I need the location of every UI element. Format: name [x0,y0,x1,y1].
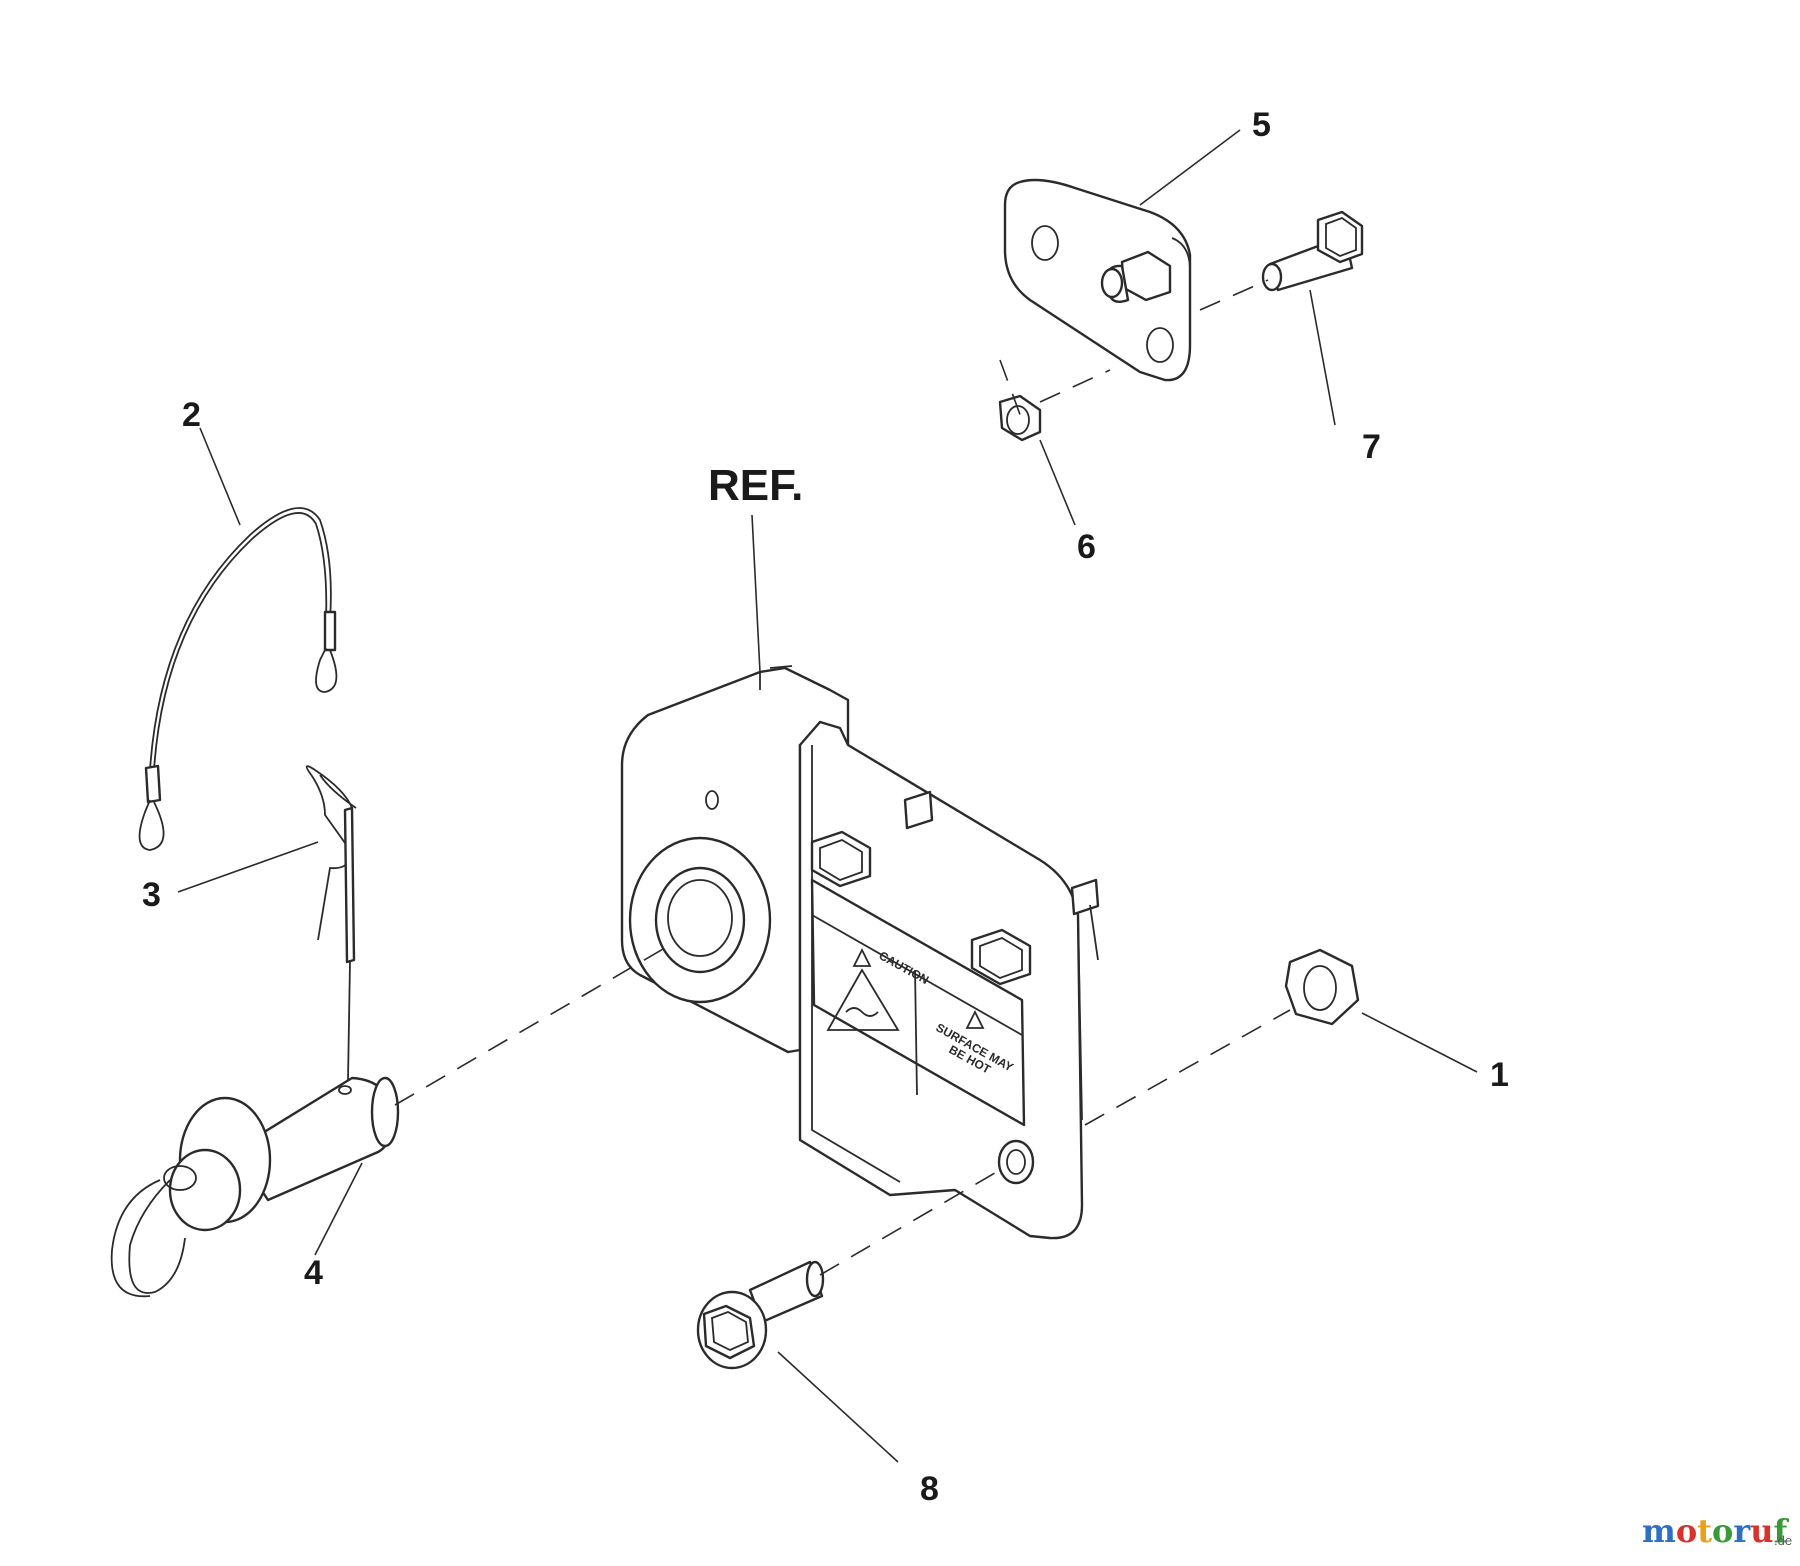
svg-text:motoruf: motoruf [1642,1512,1789,1550]
reference-label: REF. [708,461,803,510]
callout-6: 6 [1077,528,1096,566]
callout-8: 8 [920,1470,939,1508]
callout-leaders [177,129,1478,1463]
bracket-stud [1070,878,1100,961]
warning-triangle-icon [965,1009,985,1029]
callout-2: 2 [182,396,201,434]
watermark-tld: .de [1774,1533,1792,1548]
callout-7: 7 [1362,428,1381,466]
part-8-flange-bolt [696,1260,825,1370]
part-7-hex-bolt [1261,210,1364,292]
caution-decal: CAUTION SURFACE MAY BE HOT [810,878,1026,1127]
part-2-lanyard-cable [138,507,338,851]
part-3-hairpin-cotter [305,765,357,1081]
part-4-locking-pin [110,1076,400,1298]
callout-4: 4 [304,1254,323,1292]
callout-5: 5 [1252,106,1271,144]
part-6-hex-nut [998,394,1042,442]
part-1-hex-nut [1284,948,1360,1026]
part-5-stud-plate [1003,178,1192,382]
warning-triangle-icon [852,947,872,967]
bracket-hex-bolt [810,830,872,888]
assembly-axes [394,279,1291,1276]
hot-surface-hazard-icon [826,968,900,1031]
motoruf-watermark-logo: motoruf .de [1642,1512,1792,1550]
bracket-stud [903,790,934,830]
callout-3: 3 [142,876,161,914]
bracket-hex-bolt [970,928,1032,986]
callout-1: 1 [1490,1056,1509,1094]
